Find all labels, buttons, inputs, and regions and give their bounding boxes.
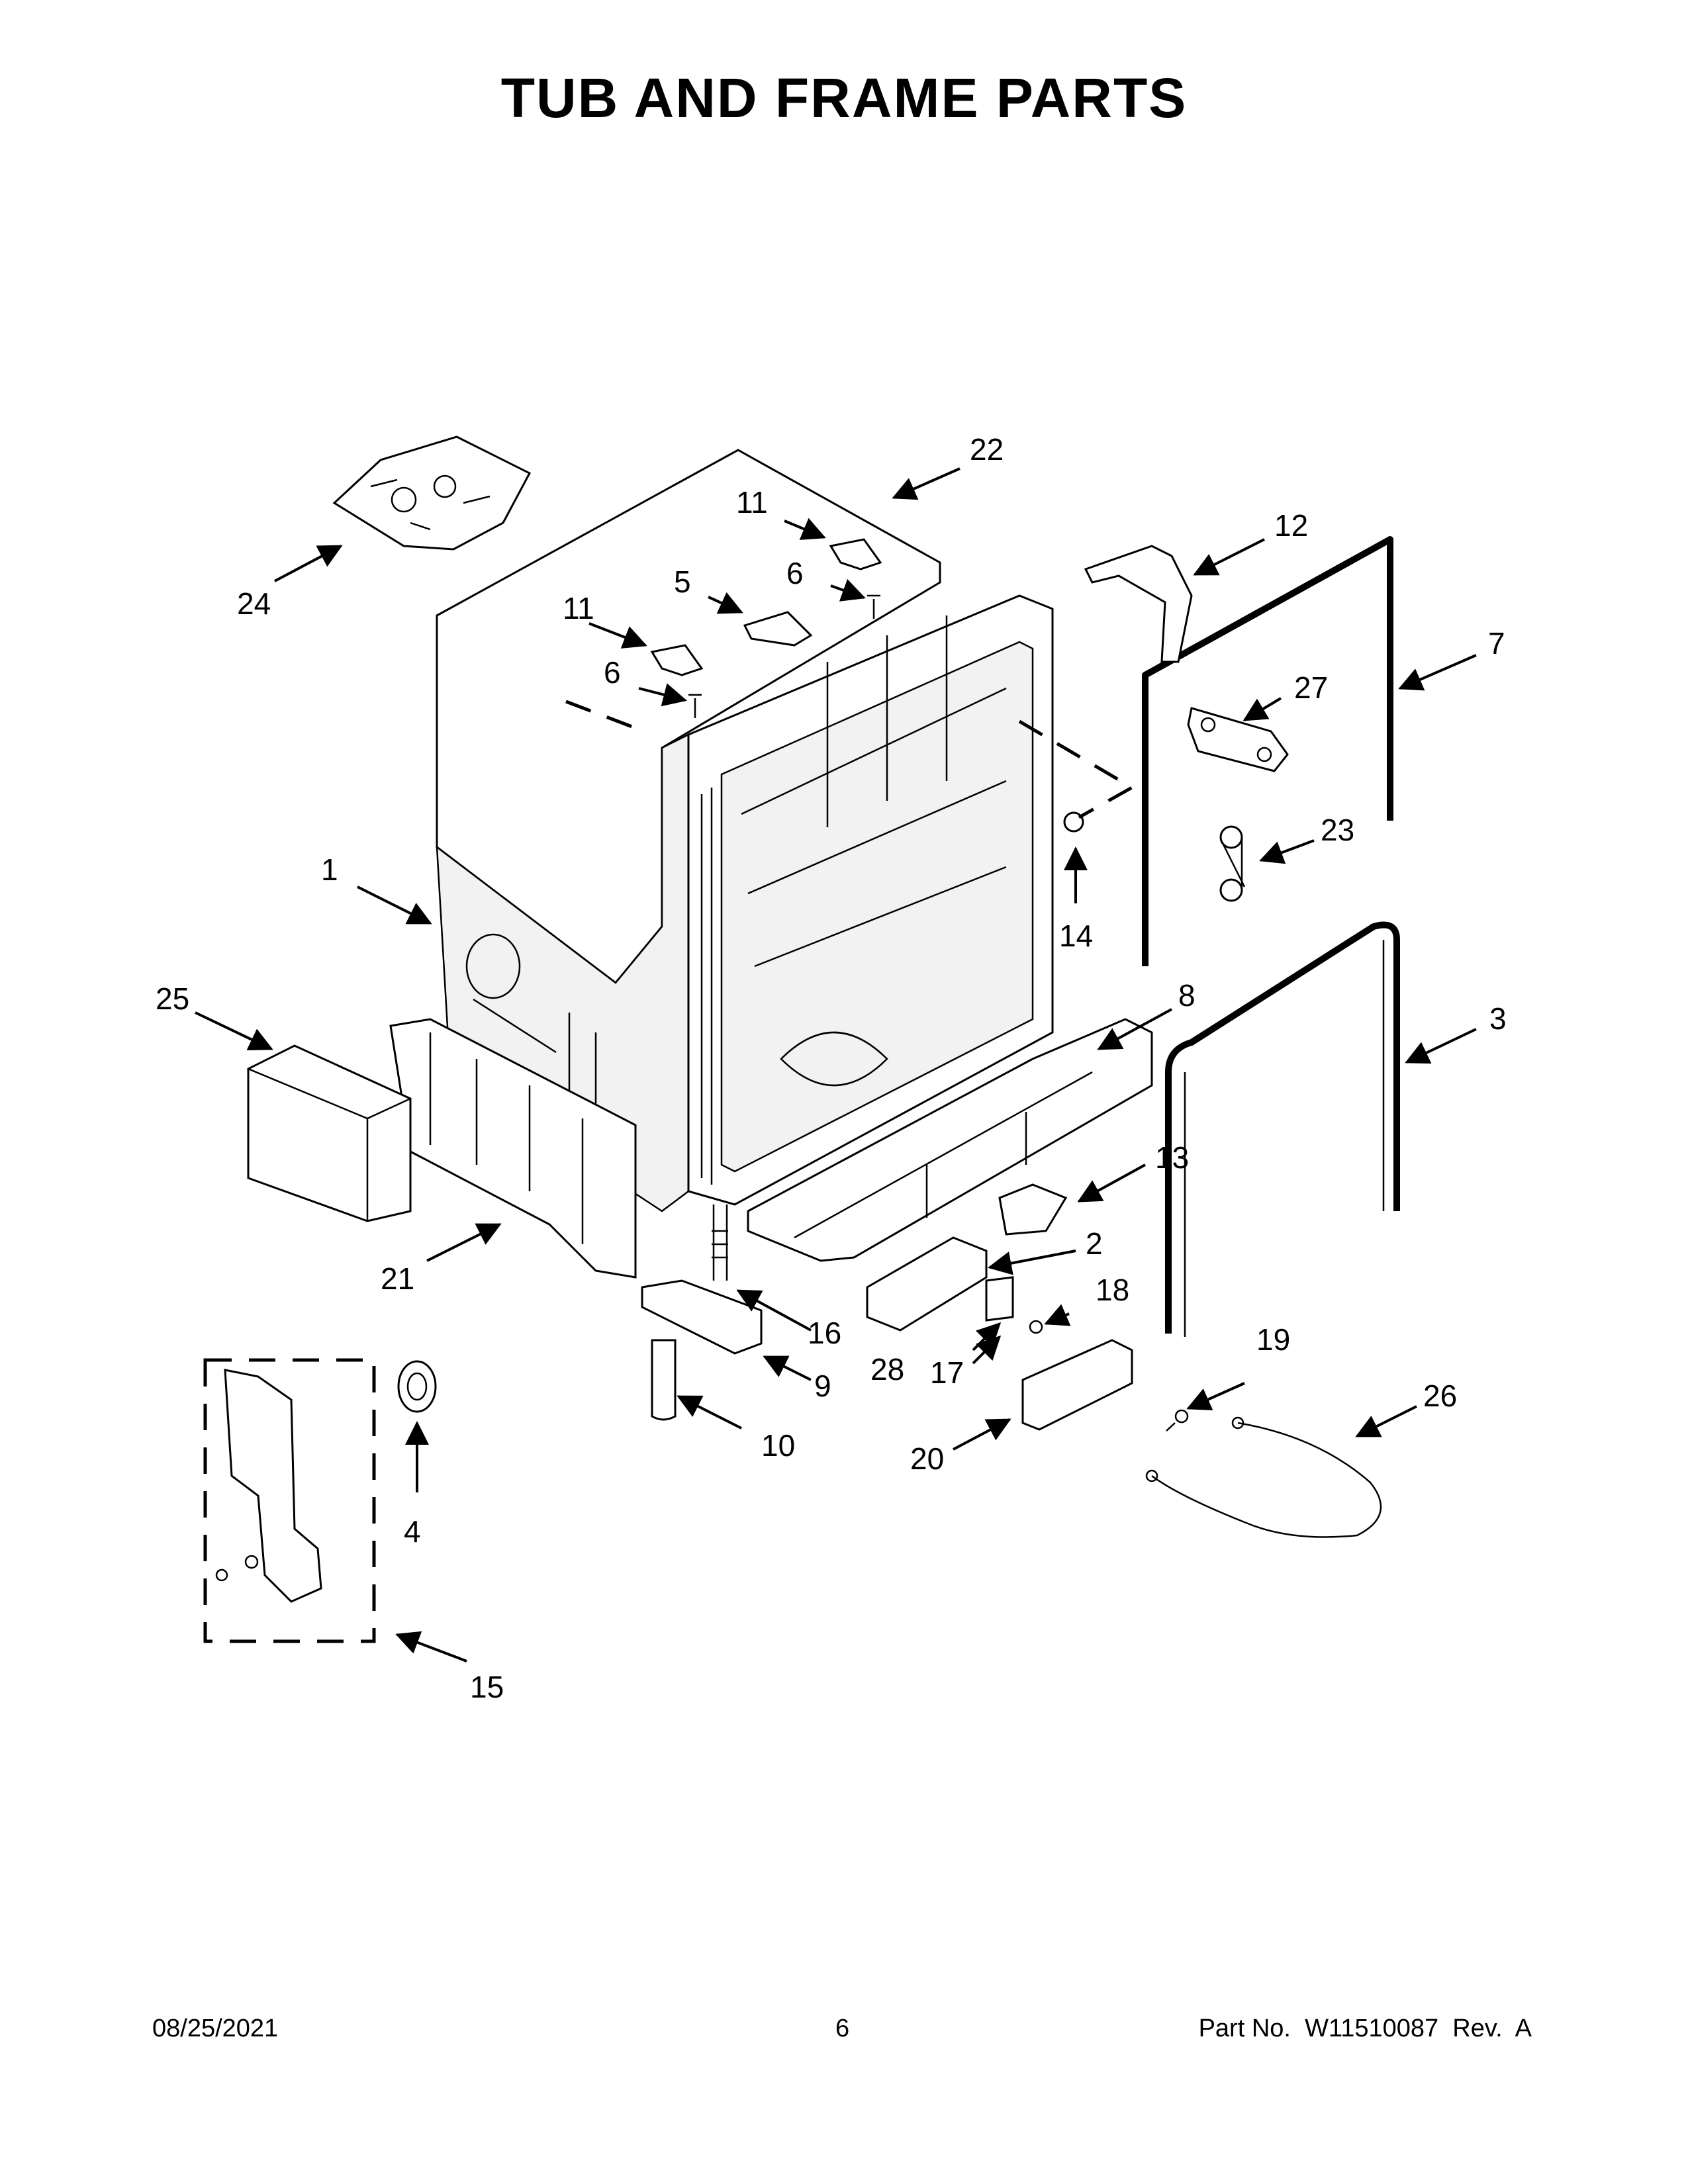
callout-17: 17	[930, 1355, 964, 1390]
callout-2: 2	[1086, 1226, 1103, 1261]
part-26-wire-harness	[1145, 1416, 1382, 1538]
callout-26: 26	[1423, 1379, 1457, 1413]
callout-15: 15	[470, 1670, 504, 1704]
page-title: TUB AND FRAME PARTS	[500, 67, 1188, 129]
callout-24: 24	[237, 586, 271, 621]
callout-11: 11	[563, 591, 594, 625]
callout-28: 28	[870, 1352, 904, 1387]
leader-arrows	[195, 467, 1477, 1662]
callout-3: 3	[1489, 1001, 1507, 1036]
callout-25: 25	[156, 981, 189, 1016]
part-5-bracket	[743, 611, 813, 647]
callout-4: 4	[404, 1514, 421, 1549]
part-11-hinge-lower	[650, 644, 704, 676]
callout-6: 6	[786, 556, 804, 590]
callout-6: 6	[604, 655, 621, 690]
callout-19: 19	[1256, 1322, 1290, 1357]
callout-10: 10	[761, 1428, 795, 1463]
callout-20: 20	[910, 1441, 944, 1476]
callout-12: 12	[1274, 508, 1308, 543]
part-3-gasket	[1165, 921, 1400, 1337]
part-24-insulation-sheet	[332, 435, 532, 551]
part-6-screw-lower	[688, 694, 702, 718]
tub-frame	[687, 594, 1054, 1206]
part-13-clip	[998, 1183, 1068, 1236]
part-16-spring	[712, 1205, 728, 1281]
callout-14: 14	[1059, 919, 1093, 953]
part-15-assembly	[203, 1358, 376, 1643]
part-8-base-right	[747, 1018, 1153, 1262]
callout-labels: 22 11 11 5 6 6 24 12 7 27 23 14 1 25 8 3…	[156, 432, 1507, 1704]
part-10-post	[651, 1339, 677, 1421]
part-23-wheel	[1219, 825, 1246, 902]
callout-21: 21	[381, 1261, 414, 1296]
part-28-switch	[985, 1276, 1014, 1322]
callout-13: 13	[1155, 1140, 1189, 1175]
part-25-block	[247, 1044, 412, 1222]
part-12-bracket	[1084, 545, 1193, 663]
part-14-plug	[1018, 719, 1136, 833]
callout-5: 5	[674, 565, 691, 599]
callout-1: 1	[321, 852, 338, 887]
part-21-base-left	[389, 1018, 637, 1279]
footer-page-number: 6	[835, 2015, 850, 2042]
callout-23: 23	[1321, 813, 1354, 847]
callout-16: 16	[808, 1316, 841, 1350]
part-4-wheel	[397, 1360, 437, 1413]
part-27-hinge	[1187, 707, 1289, 772]
part-6-screw-upper	[867, 594, 880, 619]
part-19-screw	[1166, 1409, 1189, 1432]
footer-date: 08/25/2021	[152, 2015, 279, 2042]
tub-wrap-dashed-leader	[565, 700, 636, 730]
part-9-bracket	[641, 1279, 763, 1355]
footer-part-number: Part No. W11510087 Rev. A	[1198, 2015, 1532, 2042]
callout-27: 27	[1294, 670, 1328, 705]
callout-7: 7	[1488, 626, 1505, 660]
part-18-screw	[1029, 1320, 1043, 1334]
part-20-cover	[1021, 1339, 1133, 1431]
callout-9: 9	[814, 1369, 831, 1403]
callout-11: 11	[736, 485, 768, 520]
callout-22: 22	[970, 432, 1004, 467]
part-2-bracket	[866, 1236, 988, 1332]
callout-18: 18	[1096, 1273, 1129, 1307]
callout-8: 8	[1178, 978, 1196, 1013]
part-7-gasket	[1142, 536, 1393, 966]
part-11-hinge-upper	[829, 538, 882, 570]
